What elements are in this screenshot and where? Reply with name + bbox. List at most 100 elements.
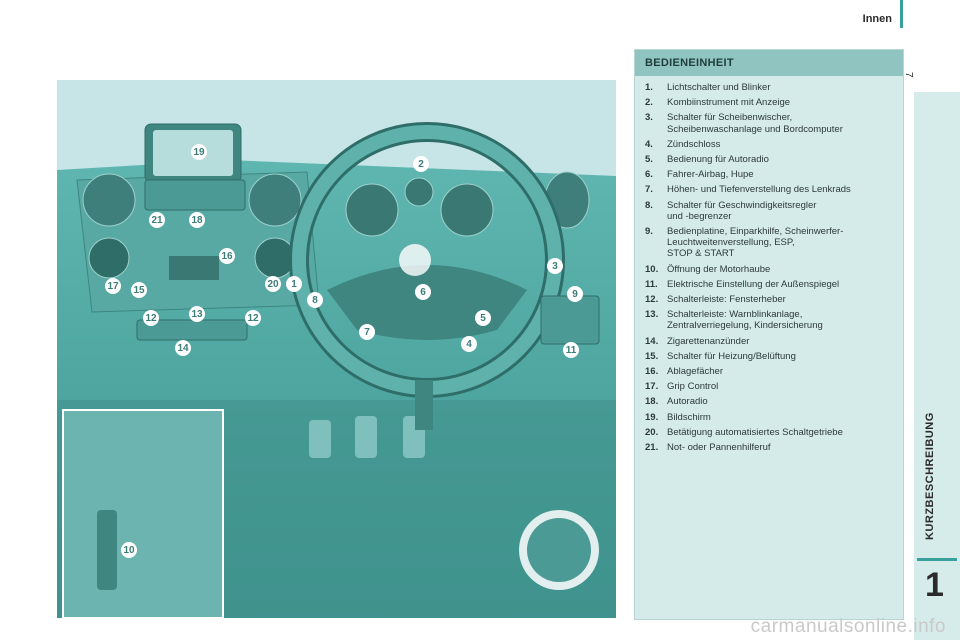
legend-item-text: Ablagefächer: [667, 366, 899, 377]
legend-item-line: Not- oder Pannenhilferuf: [667, 442, 771, 454]
dashboard-drawing: [57, 122, 616, 618]
section-title: Innen: [862, 13, 892, 25]
legend-item-line: Schalter für Geschwindigkeitsregler: [667, 199, 817, 211]
callout-marker-14: 14: [175, 340, 191, 356]
legend-item-number: 17.: [645, 381, 659, 393]
legend-item-text: Bildschirm: [667, 412, 899, 423]
legend-item-number: 11.: [645, 278, 658, 290]
legend-item-text: Schalterleiste: Warnblinkanlage,Zentralv…: [667, 309, 899, 331]
legend-item-number: 20.: [645, 426, 659, 438]
legend-item-number: 5.: [645, 154, 653, 166]
callout-marker-13: 13: [189, 306, 205, 322]
callout-marker-3: 3: [547, 258, 563, 274]
callout-marker-7: 7: [359, 324, 375, 340]
legend-item: 1. Lichtschalter und Blinker: [645, 82, 899, 93]
legend-item: 6. Fahrer-Airbag, Hupe: [645, 169, 899, 180]
legend-item-line: Schalterleiste: Fensterheber: [667, 294, 786, 306]
legend-panel: BEDIENEINHEIT 1.Lichtschalter und Blinke…: [634, 49, 904, 620]
legend-item-number: 18.: [645, 396, 659, 408]
callout-marker-17: 17: [105, 278, 121, 294]
legend-item-text: Zigarettenanzünder: [667, 336, 899, 347]
legend-item-line: Zentralverriegelung, Kindersicherung: [667, 320, 823, 332]
legend-item: 12. Schalterleiste: Fensterheber: [645, 294, 899, 305]
legend-item-line: Schalter für Scheibenwischer,: [667, 112, 793, 124]
legend-item: 15.Schalter für Heizung/Belüftung: [645, 351, 899, 362]
legend-item: 16. Ablagefächer: [645, 366, 899, 377]
callout-marker-6: 6: [415, 284, 431, 300]
legend-item-line: Kombiinstrument mit Anzeige: [667, 97, 791, 109]
callout-marker-21: 21: [149, 212, 165, 228]
callout-marker-8: 8: [307, 292, 323, 308]
legend-item-text: Schalter für Heizung/Belüftung: [667, 351, 899, 362]
legend-item: 10. Öffnung der Motorhaube: [645, 264, 899, 275]
legend-item-line: Öffnung der Motorhaube: [667, 263, 771, 275]
legend-item-line: Elektrische Einstellung der Außenspiegel: [667, 278, 840, 290]
legend-item: 18. Autoradio: [645, 396, 899, 407]
legend-item-text: Autoradio: [667, 396, 899, 407]
legend-item-number: 7.: [645, 184, 653, 196]
callout-marker-2: 2: [413, 156, 429, 172]
legend-item-number: 16.: [645, 366, 659, 378]
chapter-side-tab: [914, 92, 960, 640]
legend-item-number: 19.: [645, 411, 659, 423]
legend-item: 17. Grip Control: [645, 381, 899, 392]
legend-item-text: Bedienung für Autoradio: [667, 154, 899, 165]
callout-marker-18: 18: [189, 212, 205, 228]
legend-item-line: Leuchtweitenverstellung, ESP,: [667, 237, 795, 249]
callout-marker-16: 16: [219, 248, 235, 264]
legend-item: 5. Bedienung für Autoradio: [645, 154, 899, 165]
chapter-accent-rule: [917, 558, 957, 561]
legend-item-number: 12.: [645, 294, 659, 306]
callout-marker-1: 1: [286, 276, 302, 292]
legend-item-text: Öffnung der Motorhaube: [667, 264, 899, 275]
callout-marker-12-right: 12: [245, 310, 261, 326]
callout-marker-19: 19: [191, 144, 207, 160]
legend-item: 7. Höhen- und Tiefenverstellung des Lenkr…: [645, 184, 899, 195]
callout-marker-9: 9: [567, 286, 583, 302]
legend-item-text: Betätigung automatisiertes Schaltgetrieb…: [667, 427, 899, 438]
chapter-label: KURZBESCHREIBUNG: [924, 412, 936, 540]
legend-item-line: Zigarettenanzünder: [667, 335, 750, 347]
legend-item-line: und -begrenzer: [667, 210, 732, 222]
legend-item-number: 4.: [645, 138, 653, 150]
legend-item-text: Grip Control: [667, 381, 899, 392]
legend-item-number: 10.: [645, 263, 659, 275]
legend-item-line: Schalter für Heizung/Belüftung: [667, 350, 796, 362]
legend-item-line: Scheibenwaschanlage und Bordcomputer: [667, 123, 843, 135]
legend-item-number: 6.: [645, 169, 653, 181]
callout-marker-20: 20: [265, 276, 281, 292]
callout-marker-11: 11: [563, 342, 579, 358]
legend-item: 14.Zigarettenanzünder: [645, 336, 899, 347]
header-accent-rule: [900, 0, 903, 28]
legend-item-number: 1.: [645, 82, 653, 93]
legend-item-text: Schalter für Scheibenwischer,Scheibenwas…: [667, 112, 899, 134]
legend-item: 21. Not- oder Pannenhilferuf: [645, 442, 899, 453]
watermark: carmanualsonline.info: [750, 616, 946, 637]
callout-marker-15: 15: [131, 282, 147, 298]
legend-item: 9. Bedienplatine, Einparkhilfe, Scheinwer…: [645, 226, 899, 260]
legend-item-text: Elektrische Einstellung der Außenspiegel: [667, 279, 899, 290]
legend-item-number: 21.: [645, 442, 659, 454]
legend-item-line: Grip Control: [667, 381, 719, 393]
legend-item-text: Kombiinstrument mit Anzeige: [667, 97, 899, 108]
legend-item-line: Bildschirm: [667, 411, 711, 423]
callout-marker-12-left: 12: [143, 310, 159, 326]
legend-item-number: 8.: [645, 199, 653, 211]
callout-marker-5: 5: [475, 310, 491, 326]
legend-item-text: Lichtschalter und Blinker: [667, 82, 899, 93]
legend-item-line: Lichtschalter und Blinker: [667, 82, 771, 93]
legend-item-line: Autoradio: [667, 396, 708, 408]
callout-marker-10: 10: [121, 542, 137, 558]
legend-item-text: Fahrer-Airbag, Hupe: [667, 169, 899, 180]
legend-item-text: Schalterleiste: Fensterheber: [667, 294, 899, 305]
legend-item-line: Zündschloss: [667, 138, 721, 150]
legend-item: 2.Kombiinstrument mit Anzeige: [645, 97, 899, 108]
legend-item: 19. Bildschirm: [645, 412, 899, 423]
legend-item-text: Höhen- und Tiefenverstellung des Lenkrad…: [667, 184, 899, 195]
legend-item-line: Betätigung automatisiertes Schaltgetrieb…: [667, 426, 843, 438]
legend-item-number: 9.: [645, 226, 653, 238]
callout-marker-4: 4: [461, 336, 477, 352]
legend-item-text: Bedienplatine, Einparkhilfe, Scheinwerfe…: [667, 226, 899, 260]
